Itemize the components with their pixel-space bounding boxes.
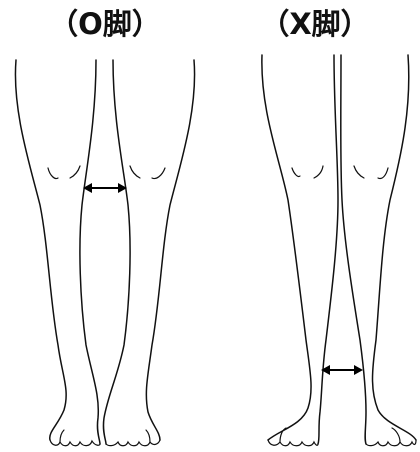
o-legs-panel: （O脚） [0,0,210,452]
o-legs-illustration [0,0,210,452]
x-legs-panel: （X脚） [210,0,420,452]
o-left-leg [15,60,100,446]
x-legs-illustration [210,0,420,452]
x-ankle-gap-arrow [321,365,363,375]
x-left-leg [262,55,338,446]
x-right-leg [341,55,416,446]
o-right-leg [103,60,194,446]
o-knee-gap-arrow [83,183,127,193]
